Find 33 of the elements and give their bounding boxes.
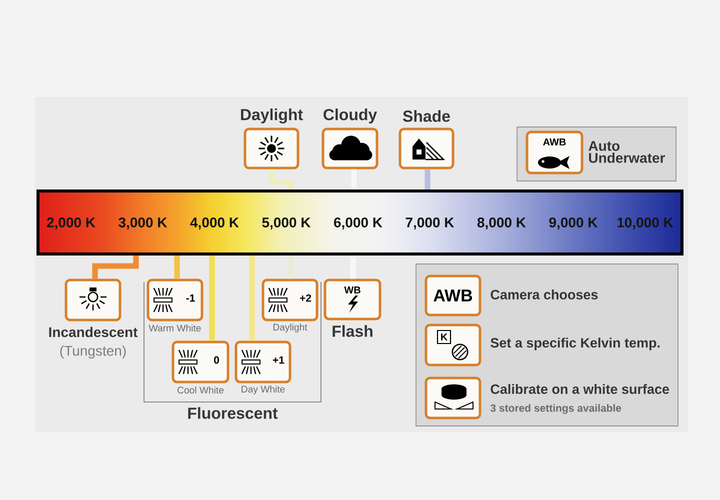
key-note: 3 stored settings available bbox=[490, 404, 622, 414]
letter-box: K bbox=[436, 330, 452, 344]
icon-label: Daylight bbox=[241, 108, 303, 124]
scale-label: 7,000 K bbox=[406, 218, 454, 230]
scale-label: 5,000 K bbox=[262, 218, 311, 230]
step-number: +1 bbox=[272, 356, 284, 364]
step-number: 0 bbox=[214, 356, 219, 364]
icon-label: Daylight bbox=[273, 324, 308, 332]
icon-lettering: AWB bbox=[543, 138, 566, 146]
key-text: Camera chooses bbox=[490, 290, 598, 300]
scale-label: 2,000 K bbox=[46, 218, 96, 230]
scale-label: 6,000 K bbox=[334, 218, 382, 230]
icon-label: Flash bbox=[332, 325, 372, 337]
key-text: Set a specific Kelvin temp. bbox=[490, 338, 660, 350]
step-number: +2 bbox=[300, 294, 312, 302]
icon-label: Day White bbox=[242, 386, 285, 394]
scale-label: 4,000 K bbox=[190, 218, 239, 230]
group-label: Fluorescent bbox=[188, 407, 278, 419]
icon-label: Warm White bbox=[148, 324, 201, 332]
key-text: Calibrate on a white surface bbox=[490, 384, 670, 394]
step-number: -1 bbox=[186, 294, 195, 302]
icon-sublabel: (Tungsten) bbox=[60, 345, 126, 359]
icon-lettering: WB bbox=[344, 286, 360, 294]
icon-tile: AWB bbox=[424, 274, 482, 316]
scale-label: 8,000 K bbox=[477, 218, 526, 230]
icon-label: Cloudy bbox=[324, 108, 378, 124]
icon-label: Auto Underwater bbox=[588, 141, 665, 163]
scale-label: 3,000 K bbox=[118, 218, 168, 230]
scale-label: 10,000 K bbox=[617, 218, 674, 230]
icon-label: Cool White bbox=[178, 386, 224, 394]
scale-label: 9,000 K bbox=[549, 218, 598, 230]
icon-label: Shade bbox=[402, 110, 450, 122]
icon-label: Incandescent bbox=[49, 326, 138, 338]
